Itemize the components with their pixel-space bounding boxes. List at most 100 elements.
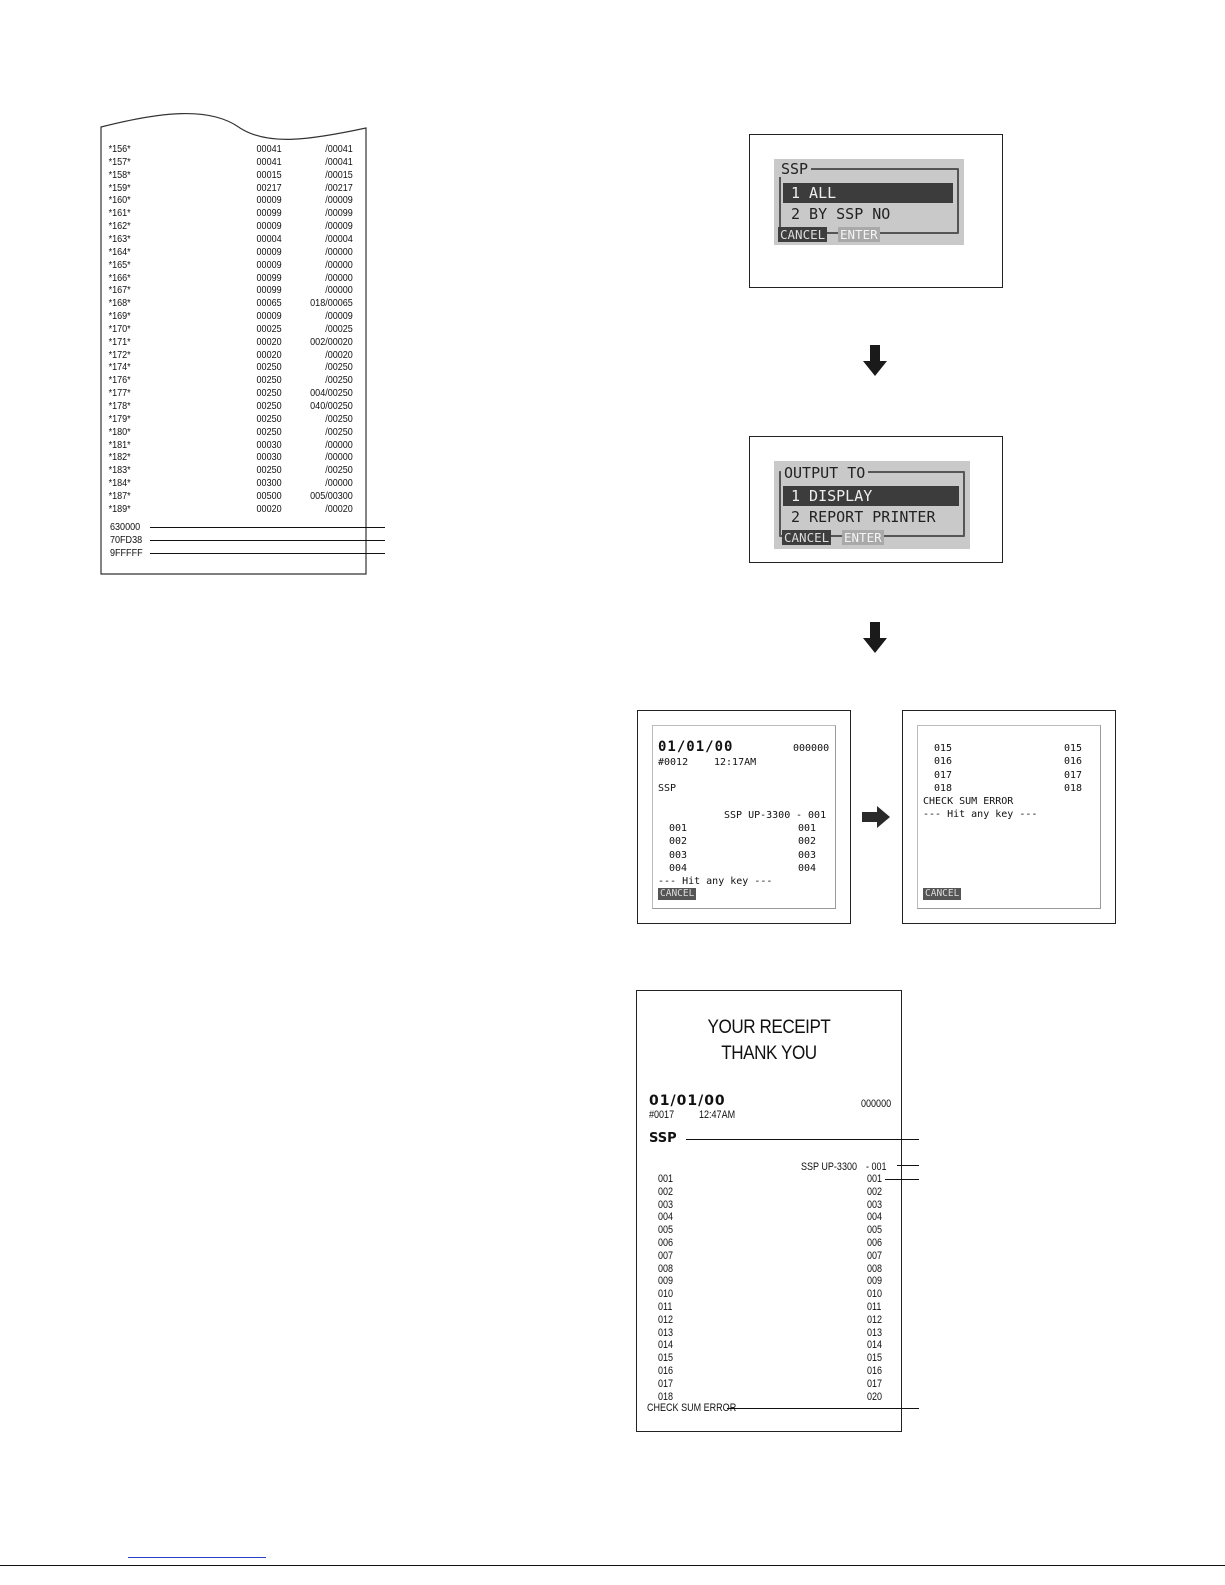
receipt-count: 00004 — [256, 232, 282, 245]
receipt-code: *166* — [108, 271, 131, 284]
receipt-row: *158*00015/00015 — [100, 169, 353, 182]
screen-label: SSP — [658, 783, 677, 794]
receipt-row-left: 008 — [658, 1262, 674, 1275]
receipt-code: *181* — [108, 438, 131, 451]
receipt-total: /00217 — [325, 181, 353, 194]
right-arrow-icon — [862, 806, 890, 828]
receipt-row-right: 013 — [867, 1326, 883, 1339]
receipt-code: *156* — [108, 143, 131, 155]
receipt-total: /00000 — [325, 271, 353, 284]
receipt-row-left: 006 — [658, 1237, 674, 1249]
receipt-count: 00217 — [256, 181, 282, 194]
left-receipt: *156*00041/00041*157*00041/00041*158*000… — [100, 110, 368, 580]
footer-rule — [0, 1565, 1225, 1566]
receipt-total: /00009 — [325, 194, 353, 207]
receipt-row-right: 017 — [867, 1377, 883, 1390]
receipt-count: 00041 — [256, 155, 282, 168]
receipt-total: /00041 — [325, 143, 353, 155]
screen-row-right: 015 — [1064, 743, 1083, 754]
receipt-row: *170*00025/00025 — [100, 322, 353, 336]
receipt-row-left: 012 — [658, 1313, 674, 1326]
receipt-count: 00250 — [256, 374, 282, 387]
receipt-row: *189*00020/00020 — [100, 502, 353, 516]
receipt-count: 00250 — [256, 361, 282, 374]
screen-row-left: 001 — [669, 823, 688, 834]
cancel-button[interactable]: CANCEL — [658, 888, 697, 900]
receipt-count: 00500 — [256, 489, 282, 502]
receipt-row-right: 012 — [867, 1313, 883, 1326]
screen-1-viewport — [652, 725, 836, 909]
receipt-code: *183* — [108, 464, 131, 477]
screen-row-left: 002 — [669, 836, 688, 848]
menu-item-all[interactable]: 1 ALL — [783, 183, 953, 203]
screen-consec-number: #0012 — [658, 757, 689, 768]
leader-line-ssp — [686, 1139, 919, 1140]
receipt-number: 000000 — [861, 1098, 892, 1110]
receipt-row-left: 009 — [658, 1275, 674, 1288]
cancel-button[interactable]: CANCEL — [782, 530, 832, 545]
receipt-count: 00099 — [256, 271, 282, 284]
receipt-total: /00000 — [325, 258, 353, 271]
receipt-row-left: 010 — [658, 1288, 674, 1301]
receipt-total: /00000 — [325, 451, 353, 464]
enter-button[interactable]: ENTER — [838, 227, 880, 242]
receipt-total: /00015 — [325, 168, 353, 181]
receipt-code: *168* — [108, 297, 131, 310]
receipt-row: *161*00099/00099 — [100, 207, 353, 220]
screen-row-left: 017 — [934, 769, 953, 781]
receipt-row-left: 005 — [658, 1224, 674, 1237]
screen-row-right: 004 — [798, 862, 817, 874]
screen-row-left: 003 — [669, 849, 688, 861]
receipt-code: *160* — [108, 194, 131, 207]
leader-line-1 — [150, 527, 385, 528]
receipt-count: 00009 — [256, 310, 282, 323]
receipt-row-left: 016 — [658, 1365, 674, 1377]
receipt-total: 004/00250 — [310, 387, 353, 400]
receipt-row: *157*00041/00041 — [100, 155, 353, 169]
screen-receipt-number: 000000 — [793, 743, 830, 754]
printed-receipt: YOUR RECEIPT THANK YOU 01/01/00 000000 #… — [636, 990, 902, 1432]
receipt-row-right: 015 — [867, 1352, 883, 1365]
receipt-count: 00020 — [256, 348, 282, 361]
receipt-count: 00250 — [256, 425, 282, 438]
receipt-row-left: 011 — [658, 1301, 673, 1313]
receipt-count: 00250 — [256, 412, 282, 425]
receipt-code: *161* — [108, 207, 131, 220]
receipt-row-right: 006 — [867, 1237, 883, 1249]
cancel-button[interactable]: CANCEL — [923, 888, 962, 900]
receipt-row: *182*00030/00000 — [100, 451, 353, 464]
receipt-count: 00025 — [256, 322, 282, 335]
receipt-row-left: 004 — [658, 1211, 674, 1224]
receipt-total: 005/00300 — [310, 489, 353, 502]
receipt-count: 00030 — [256, 451, 282, 464]
receipt-header-line-2: THANK YOU — [721, 1043, 817, 1064]
menu-item-by-ssp-no[interactable]: 2 BY SSP NO — [791, 205, 891, 223]
receipt-row-right: 020 — [867, 1390, 883, 1403]
receipt-row: *162*00009/00009 — [100, 220, 353, 233]
receipt-count: 00099 — [256, 207, 282, 220]
leader-line-2 — [150, 540, 385, 541]
cancel-button[interactable]: CANCEL — [778, 227, 828, 242]
output-menu-frame: OUTPUT TO 1 DISPLAY 2 REPORT PRINTER CAN… — [749, 436, 1003, 563]
screen-prompt: --- Hit any key --- — [658, 876, 773, 887]
footer-link-underline[interactable] — [128, 1557, 266, 1558]
receipt-row: *160*00009/00009 — [100, 194, 353, 207]
menu-item-display[interactable]: 1 DISPLAY — [783, 486, 959, 506]
down-arrow-icon — [863, 345, 887, 376]
receipt-count: 00065 — [256, 297, 282, 310]
receipt-count: 00020 — [256, 502, 282, 515]
enter-button[interactable]: ENTER — [842, 530, 884, 545]
screen-model-no: - 001 — [796, 810, 827, 821]
receipt-total: /00004 — [325, 232, 353, 245]
receipt-row: *181*00030/00000 — [100, 438, 353, 452]
receipt-code: *157* — [108, 155, 131, 168]
receipt-row-right: 010 — [867, 1288, 883, 1301]
receipt-row-right: 004 — [867, 1211, 883, 1224]
receipt-code: *163* — [108, 232, 131, 245]
receipt-row: *165*00009/00000 — [100, 259, 353, 272]
receipt-code: *162* — [108, 220, 131, 233]
menu-item-report-printer[interactable]: 2 REPORT PRINTER — [791, 508, 936, 526]
leader-line-first-row — [885, 1179, 919, 1180]
receipt-count: 00041 — [256, 143, 282, 155]
receipt-row-left: 018 — [658, 1390, 674, 1403]
